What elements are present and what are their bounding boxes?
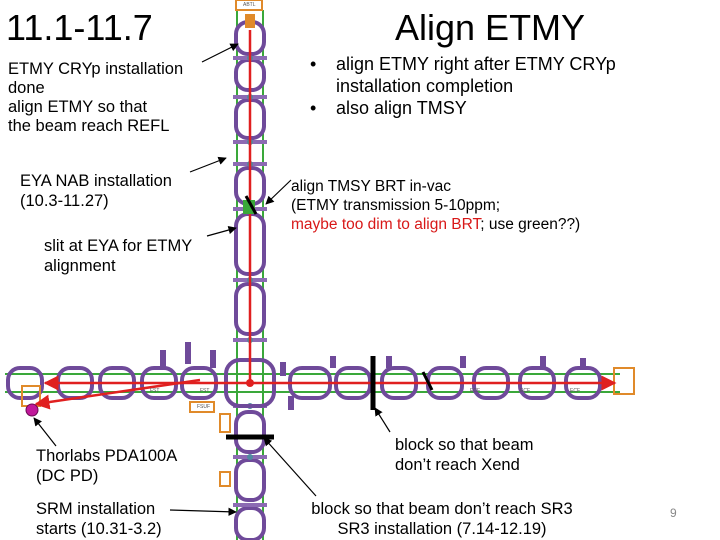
- svg-text:FST: FST: [150, 388, 159, 394]
- photodiode-icon: [25, 403, 39, 417]
- bullet-text-align-etmy: align ETMY right after ETMY CRYp install…: [336, 54, 616, 96]
- pd-note: Thorlabs PDA100A (DC PD): [36, 447, 178, 485]
- slit-note: slit at EYA for ETMY alignment: [44, 237, 193, 275]
- tmsy-optic-icon: [244, 195, 258, 215]
- eya-nab-note: EYA NAB installation (10.3-11.27): [20, 172, 172, 210]
- x-posts: [160, 342, 586, 410]
- svg-text:ABTL: ABTL: [243, 2, 256, 8]
- left-title: 11.1-11.7: [6, 7, 153, 48]
- tmsy-note: align TMSY BRT in-vac (ETMY transmission…: [291, 177, 711, 234]
- x-arm-pipe: [5, 373, 620, 393]
- bullet-dot-icon: •: [310, 98, 317, 118]
- svg-text:FSUF: FSUF: [197, 404, 210, 410]
- tmsy-note-text: align TMSY BRT in-vac (ETMY transmission…: [291, 178, 501, 214]
- bullet-text-align-tmsy: also align TMSY: [336, 98, 467, 118]
- block-xend-note: block so that beam don’t reach Xend: [395, 436, 534, 474]
- component-labels: ABTL FSUF FST FST ECF ECF ECF: [150, 2, 580, 410]
- side-orange-box: [219, 413, 231, 433]
- lower-orange-box: [189, 401, 215, 413]
- bullet-item: • also align TMSY: [310, 97, 670, 119]
- bullet-item: • align ETMY right after ETMY CRYp insta…: [310, 53, 670, 97]
- svg-text:ECF: ECF: [520, 388, 530, 394]
- srm-orange-box: [219, 471, 231, 487]
- srm-note: SRM installation starts (10.31-3.2): [36, 500, 162, 538]
- tmsy-green-element: [243, 200, 255, 214]
- bullet-dot-icon: •: [310, 54, 317, 74]
- svg-text:FST: FST: [200, 388, 209, 394]
- right-title: Align ETMY: [395, 7, 586, 48]
- callout-arrows: [33, 43, 391, 516]
- etmy-cryp-note: ETMY CRYp installation done align ETMY s…: [8, 60, 184, 135]
- page-number: 9: [670, 506, 677, 520]
- beam-path: [34, 30, 617, 410]
- tmsy-note-red-text: maybe too dim to align BRT: [291, 216, 481, 233]
- x-optic-icon: [421, 371, 434, 391]
- block-sr3-note: block so that beam don’t reach SR3 SR3 i…: [311, 500, 573, 538]
- top-orange-box: [235, 0, 263, 11]
- svg-text:ECF: ECF: [470, 388, 480, 394]
- tmsy-note-end-text: ; use green??): [480, 216, 581, 233]
- svg-text:ECF: ECF: [570, 388, 580, 394]
- right-bullet-list: • align ETMY right after ETMY CRYp insta…: [310, 53, 670, 119]
- etmy-orange-box: [245, 14, 255, 28]
- xend-orange-box: [613, 367, 635, 395]
